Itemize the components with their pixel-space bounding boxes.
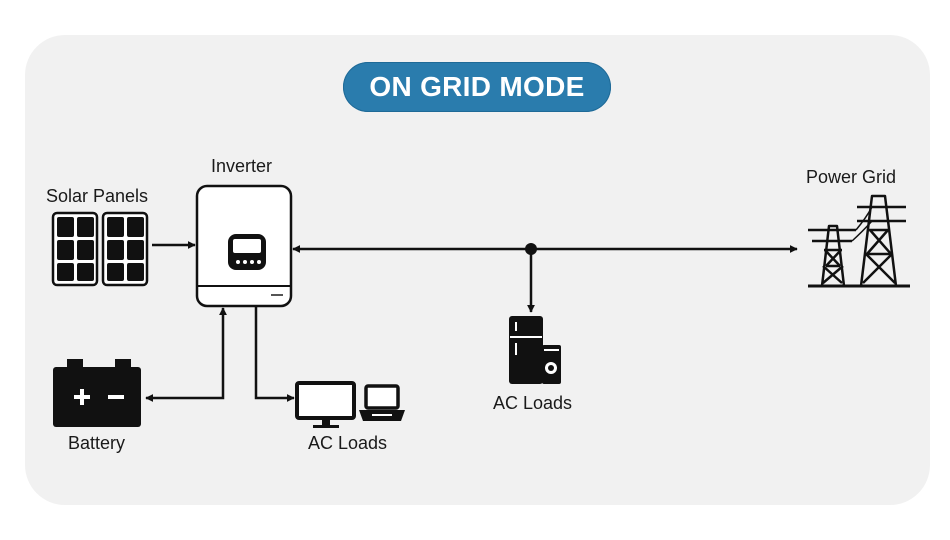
power-grid-label: Power Grid [806, 167, 897, 187]
inverter-battery-bidirectional-arrow [145, 307, 227, 402]
grid-junction-node [525, 243, 537, 255]
solar-panels-label: Solar Panels [46, 186, 149, 206]
inverter-label: Inverter [211, 156, 273, 176]
monitor-icon [295, 381, 356, 428]
fridge-washer-icon [509, 316, 561, 384]
mode-title-badge: ON GRID MODE [343, 62, 611, 112]
ac-loads-right-label: AC Loads [493, 393, 573, 413]
laptop-icon [359, 384, 405, 421]
ac-loads-left-label: AC Loads [308, 433, 388, 453]
transmission-tower-icon [808, 194, 910, 288]
connection-lines [145, 241, 798, 402]
battery-icon [53, 359, 141, 427]
solar-panel-icon [51, 211, 149, 287]
battery-label: Battery [68, 433, 126, 453]
diagram-background [25, 35, 930, 505]
inverter-to-ac-loads-arrow [254, 306, 295, 402]
inverter-icon [195, 184, 293, 308]
